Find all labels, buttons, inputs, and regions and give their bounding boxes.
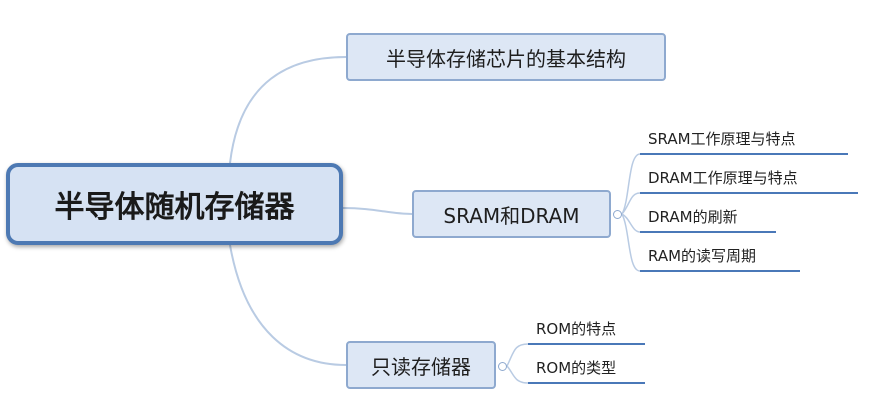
root-topic[interactable]: 半导体随机存储器 — [6, 163, 343, 245]
connector-rom-to-leaf-1 — [506, 343, 529, 367]
topic-basic-structure[interactable]: 半导体存储芯片的基本结构 — [346, 33, 666, 81]
collapse-handle-sram-dram[interactable] — [613, 210, 622, 219]
subtopic-rom-features[interactable]: ROM的特点 — [536, 320, 617, 338]
subtopic-rom-types[interactable]: ROM的类型 — [536, 359, 617, 377]
subtopic-sram-principle[interactable]: SRAM工作原理与特点 — [648, 130, 796, 148]
connector-sram-dram-to-leaf-2 — [621, 192, 641, 215]
connector-sram-dram-to-leaf-1 — [621, 153, 641, 215]
connector-rom-to-leaf-2 — [506, 365, 529, 384]
subtopic-dram-refresh[interactable]: DRAM的刷新 — [648, 208, 738, 226]
connector-root-to-basic-structure — [229, 56, 347, 164]
connector-sram-dram-to-leaf-3 — [621, 213, 641, 233]
connector-root-to-rom — [229, 244, 347, 366]
topic-sram-dram[interactable]: SRAM和DRAM — [412, 190, 611, 238]
collapse-handle-rom[interactable] — [498, 362, 507, 371]
connector-root-to-sram-dram — [342, 207, 413, 215]
topic-rom[interactable]: 只读存储器 — [346, 341, 496, 389]
subtopic-ram-rw-cycle[interactable]: RAM的读写周期 — [648, 247, 757, 265]
subtopic-dram-principle[interactable]: DRAM工作原理与特点 — [648, 169, 798, 187]
connector-sram-dram-to-leaf-4 — [621, 213, 641, 272]
